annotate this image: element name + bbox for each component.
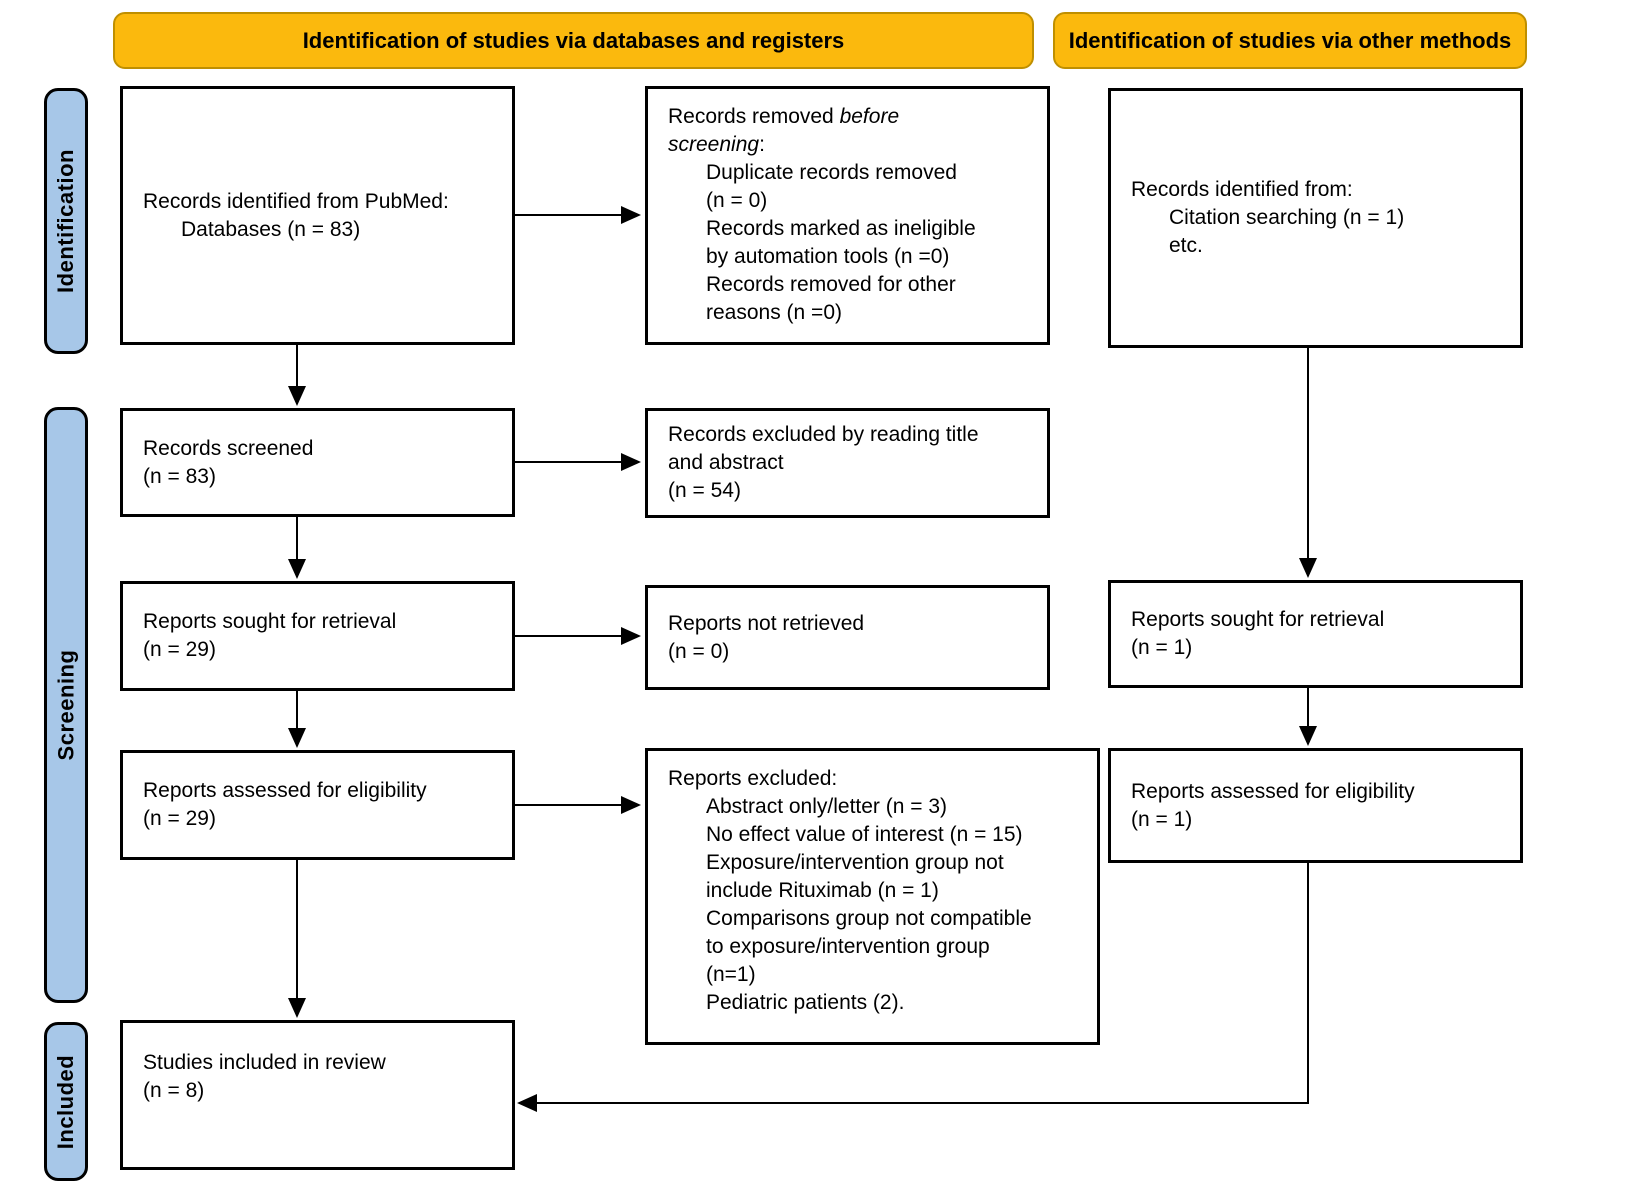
box-records-excluded: Records excluded by reading title and abs… <box>645 408 1050 518</box>
box-line: Records removed for other <box>706 273 956 296</box>
box-line: reasons (n =0) <box>706 301 842 324</box>
stage-identification: Identification <box>44 88 88 354</box>
box-line: No effect value of interest (n = 15) <box>706 823 1023 846</box>
box-other-records-identified: Records identified from: Citation searchi… <box>1108 88 1523 348</box>
box-line: (n = 1) <box>1131 636 1193 659</box>
box-line: (n = 29) <box>143 807 216 830</box>
header-other-methods: Identification of studies via other meth… <box>1053 12 1527 69</box>
box-line: (n = 8) <box>143 1079 205 1102</box>
box-line: Studies included in review <box>143 1051 386 1074</box>
header-other-methods-label: Identification of studies via other meth… <box>1068 27 1512 53</box>
box-reports-not-retrieved: Reports not retrieved (n = 0) <box>645 585 1050 690</box>
box-line: Records identified from PubMed: <box>143 189 449 213</box>
stage-included-label: Included <box>53 1054 79 1149</box>
stage-screening-label: Screening <box>53 649 78 761</box>
box-line: etc. <box>1169 234 1203 257</box>
box-line: Abstract only/letter (n = 3) <box>706 795 948 818</box>
box-line: by automation tools (n =0) <box>706 245 950 268</box>
box-line: Reports sought for retrieval <box>1131 608 1385 631</box>
box-records-identified: Records identified from PubMed: Databases… <box>120 86 515 345</box>
stage-identification-label: Identification <box>53 149 79 293</box>
box-line: to exposure/intervention group <box>706 935 990 958</box>
box-records-removed-before-screening: Records removed before screening: Duplicat… <box>645 86 1050 345</box>
box-line: Reports assessed for eligibility <box>143 779 427 802</box>
box-line: Records marked as ineligible <box>706 217 976 240</box>
box-line: (n = 54) <box>668 479 741 502</box>
box-line: (n = 29) <box>143 638 216 661</box>
box-reports-sought: Reports sought for retrieval (n = 29) <box>120 581 515 691</box>
box-line: and abstract <box>668 451 784 474</box>
box-line: include Rituximab (n = 1) <box>706 879 939 902</box>
box-line: Citation searching (n = 1) <box>1169 206 1405 229</box>
stage-included: Included <box>44 1022 88 1181</box>
box-line: Reports excluded: <box>668 767 838 790</box>
box-line: Records screened <box>143 436 314 460</box>
header-databases-registers: Identification of studies via databases … <box>113 12 1034 69</box>
box-records-screened: Records screened (n = 83) <box>120 408 515 517</box>
box-line: (n = 1) <box>1131 807 1193 831</box>
header-databases-registers-label: Identification of studies via databases … <box>302 27 845 53</box>
box-line: Comparisons group not compatible <box>706 907 1032 930</box>
box-other-reports-sought: Reports sought for retrieval (n = 1) <box>1108 580 1523 688</box>
box-line: (n = 0) <box>706 189 768 212</box>
box-line: Pediatric patients (2). <box>706 991 905 1014</box>
box-line: Exposure/intervention group not <box>706 851 1004 874</box>
box-reports-assessed: Reports assessed for eligibility (n = 29) <box>120 750 515 860</box>
box-reports-excluded: Reports excluded: Abstract only/letter (n… <box>645 748 1100 1045</box>
box-line: Reports assessed for eligibility <box>1131 779 1415 803</box>
box-line: (n = 0) <box>668 639 730 663</box>
box-line: Reports not retrieved <box>668 611 865 635</box>
box-line: Records excluded by reading title <box>668 423 979 446</box>
box-line: Records removed before <box>668 105 900 128</box>
box-other-reports-assessed: Reports assessed for eligibility (n = 1) <box>1108 748 1523 863</box>
box-line: Reports sought for retrieval <box>143 610 397 633</box>
box-studies-included: Studies included in review (n = 8) <box>120 1020 515 1170</box>
stage-screening: Screening <box>44 407 88 1003</box>
box-line: (n=1) <box>706 963 756 986</box>
box-line: Duplicate records removed <box>706 161 957 184</box>
box-line: Databases (n = 83) <box>181 217 361 241</box>
box-line: (n = 83) <box>143 464 216 488</box>
box-line: Records identified from: <box>1131 178 1353 201</box>
box-line: screening: <box>668 133 765 156</box>
